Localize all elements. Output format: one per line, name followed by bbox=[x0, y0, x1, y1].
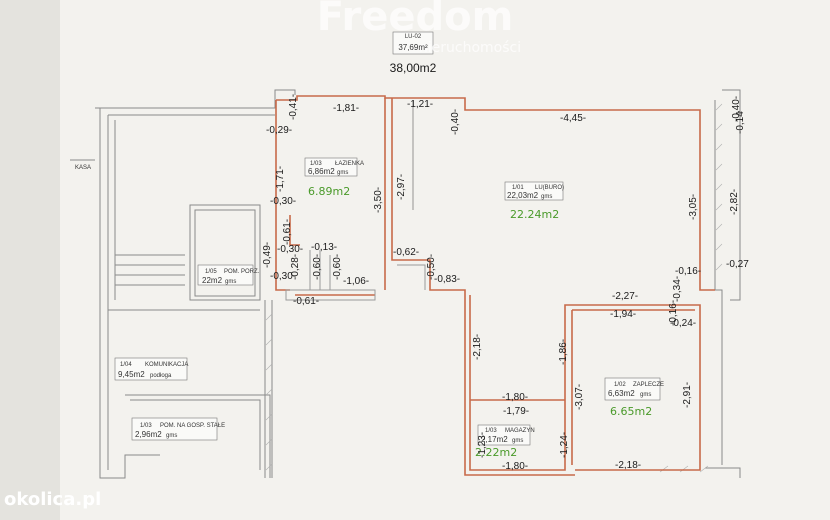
dim-label: -2,82- bbox=[729, 189, 740, 215]
dim-label: -0,49- bbox=[262, 242, 273, 268]
room-code: 1/04 bbox=[120, 362, 132, 368]
room-unit: gms bbox=[337, 170, 348, 176]
room-code: 1/05 bbox=[205, 269, 217, 275]
dim-label: -0,61- bbox=[293, 296, 319, 307]
dim-label: -0,24- bbox=[670, 318, 696, 329]
unit-code: LU-02 bbox=[405, 34, 422, 40]
dim-label: -0,41- bbox=[288, 94, 299, 120]
dim-label: -3,05- bbox=[688, 194, 699, 220]
dim-label: -0,83- bbox=[434, 274, 460, 285]
room-code: 1/03 bbox=[310, 161, 322, 167]
dim-label: -0,29- bbox=[266, 125, 292, 136]
room-gross: 9,45m2 bbox=[118, 370, 145, 379]
room-unit: gms bbox=[512, 438, 523, 444]
dim-label: -1,86- bbox=[558, 339, 569, 365]
dim-label: -2,18- bbox=[615, 460, 641, 471]
room-area: 6.89m2 bbox=[308, 185, 350, 198]
dim-label: -1,24- bbox=[559, 432, 570, 458]
room-unit: podłoga bbox=[150, 373, 172, 379]
room-gross: 6,86m2 bbox=[308, 167, 335, 176]
dim-label: -0,40- bbox=[731, 96, 742, 122]
room-name: ZAPLECZE bbox=[633, 382, 664, 388]
room-unit: gms bbox=[166, 433, 177, 439]
dim-label: -0,34- bbox=[672, 276, 683, 302]
room-gross: 2,96m2 bbox=[135, 430, 162, 439]
dim-label: -2,91- bbox=[682, 382, 693, 408]
dim-label: -0,60- bbox=[312, 254, 323, 280]
dim-label: -0,61- bbox=[282, 219, 293, 245]
dim-label: -1,94- bbox=[610, 309, 636, 320]
dim-label: -0,60- bbox=[332, 254, 343, 280]
room-name: ŁAZIENKA bbox=[335, 161, 364, 167]
room-name: POM. PORZ. bbox=[224, 269, 260, 275]
watermark-brand: Freedom bbox=[317, 0, 514, 40]
total-area: 38,00m2 bbox=[390, 61, 437, 75]
dim-label: -1,81- bbox=[333, 103, 359, 114]
dim-label: -2,18- bbox=[472, 334, 483, 360]
dim-label: -2,27- bbox=[612, 291, 638, 302]
dim-label: -1,23- bbox=[477, 432, 488, 458]
dim-label: -0,16- bbox=[668, 300, 679, 326]
room-unit: gms bbox=[640, 392, 651, 398]
dim-label: -4,45- bbox=[560, 113, 586, 124]
dim-label: -1,80- bbox=[502, 461, 528, 472]
dim-label: -0,28- bbox=[290, 254, 301, 280]
dim-label: -0,40- bbox=[450, 109, 461, 135]
room-area: 2.22m2 bbox=[475, 446, 517, 459]
dim-label: -1,06- bbox=[343, 276, 369, 287]
watermark-sub: nieruchomości bbox=[419, 40, 521, 56]
unit-area-box: 37,69m² bbox=[398, 43, 428, 52]
room-area: 22.24m2 bbox=[510, 208, 559, 221]
dim-label: -0,30- bbox=[270, 196, 296, 207]
dim-label: -1,71- bbox=[275, 166, 286, 192]
dim-label: -0,27 bbox=[726, 259, 749, 270]
room-name: KOMUNIKACJA bbox=[145, 362, 188, 368]
dim-label: -0,13- bbox=[311, 242, 337, 253]
dim-label: -0,16- bbox=[675, 266, 701, 277]
dim-label: -0,62- bbox=[393, 247, 419, 258]
dim-label: -3,50- bbox=[373, 187, 384, 213]
dim-label: -0,50- bbox=[426, 254, 437, 280]
dim-label: -0,30- bbox=[277, 244, 303, 255]
room-gross: 22,03m2 bbox=[507, 191, 539, 200]
dim-label: -0,30- bbox=[270, 271, 296, 282]
room-code: 1/01 bbox=[512, 185, 524, 191]
dim-label: -1,80- bbox=[502, 392, 528, 403]
room-unit: gms bbox=[225, 279, 236, 285]
dim-label: -2,97- bbox=[396, 174, 407, 200]
room-name: POM. NA GOSP. STAŁE bbox=[160, 423, 225, 429]
dim-label: -0,14 bbox=[735, 111, 746, 134]
dim-label: -1,21- bbox=[407, 99, 433, 110]
room-gross: 2,17m2 bbox=[481, 435, 508, 444]
room-code: 1/03 bbox=[485, 428, 497, 434]
room-code: 1/02 bbox=[614, 382, 626, 388]
room-gross: 22m2 bbox=[202, 276, 223, 285]
room-name: MAGAZYN bbox=[505, 428, 535, 434]
room-area: 6.65m2 bbox=[610, 405, 652, 418]
side-label: KASA bbox=[75, 165, 91, 171]
dim-label: -3,07- bbox=[574, 384, 585, 410]
site-logo: okolica.pl bbox=[4, 489, 101, 510]
room-code: 1/03 bbox=[140, 423, 152, 429]
dim-label: -1,79- bbox=[503, 406, 529, 417]
room-unit: gms bbox=[541, 194, 552, 200]
room-name: LU(BURO) bbox=[535, 185, 564, 191]
room-gross: 6,63m2 bbox=[608, 389, 635, 398]
